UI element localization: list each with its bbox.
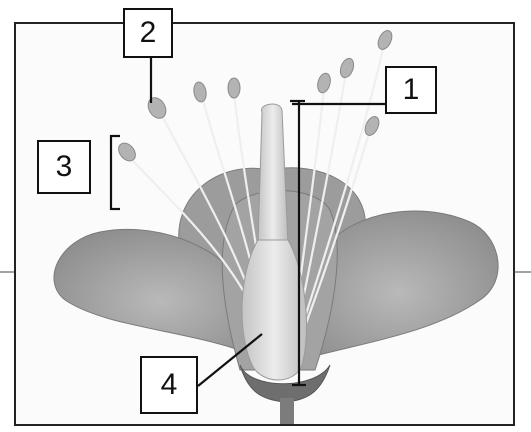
label-2-box: 2 (123, 8, 173, 58)
label-2-text: 2 (140, 16, 157, 50)
label-4-box: 4 (140, 356, 198, 414)
label-4-text: 4 (161, 368, 178, 402)
ovary (242, 240, 307, 380)
label-1-text: 1 (403, 73, 420, 107)
label-1-box: 1 (385, 66, 437, 114)
label-3-box: 3 (37, 140, 91, 194)
flower-stalk (280, 398, 294, 424)
label-3-text: 3 (56, 150, 73, 184)
anther (228, 78, 240, 98)
